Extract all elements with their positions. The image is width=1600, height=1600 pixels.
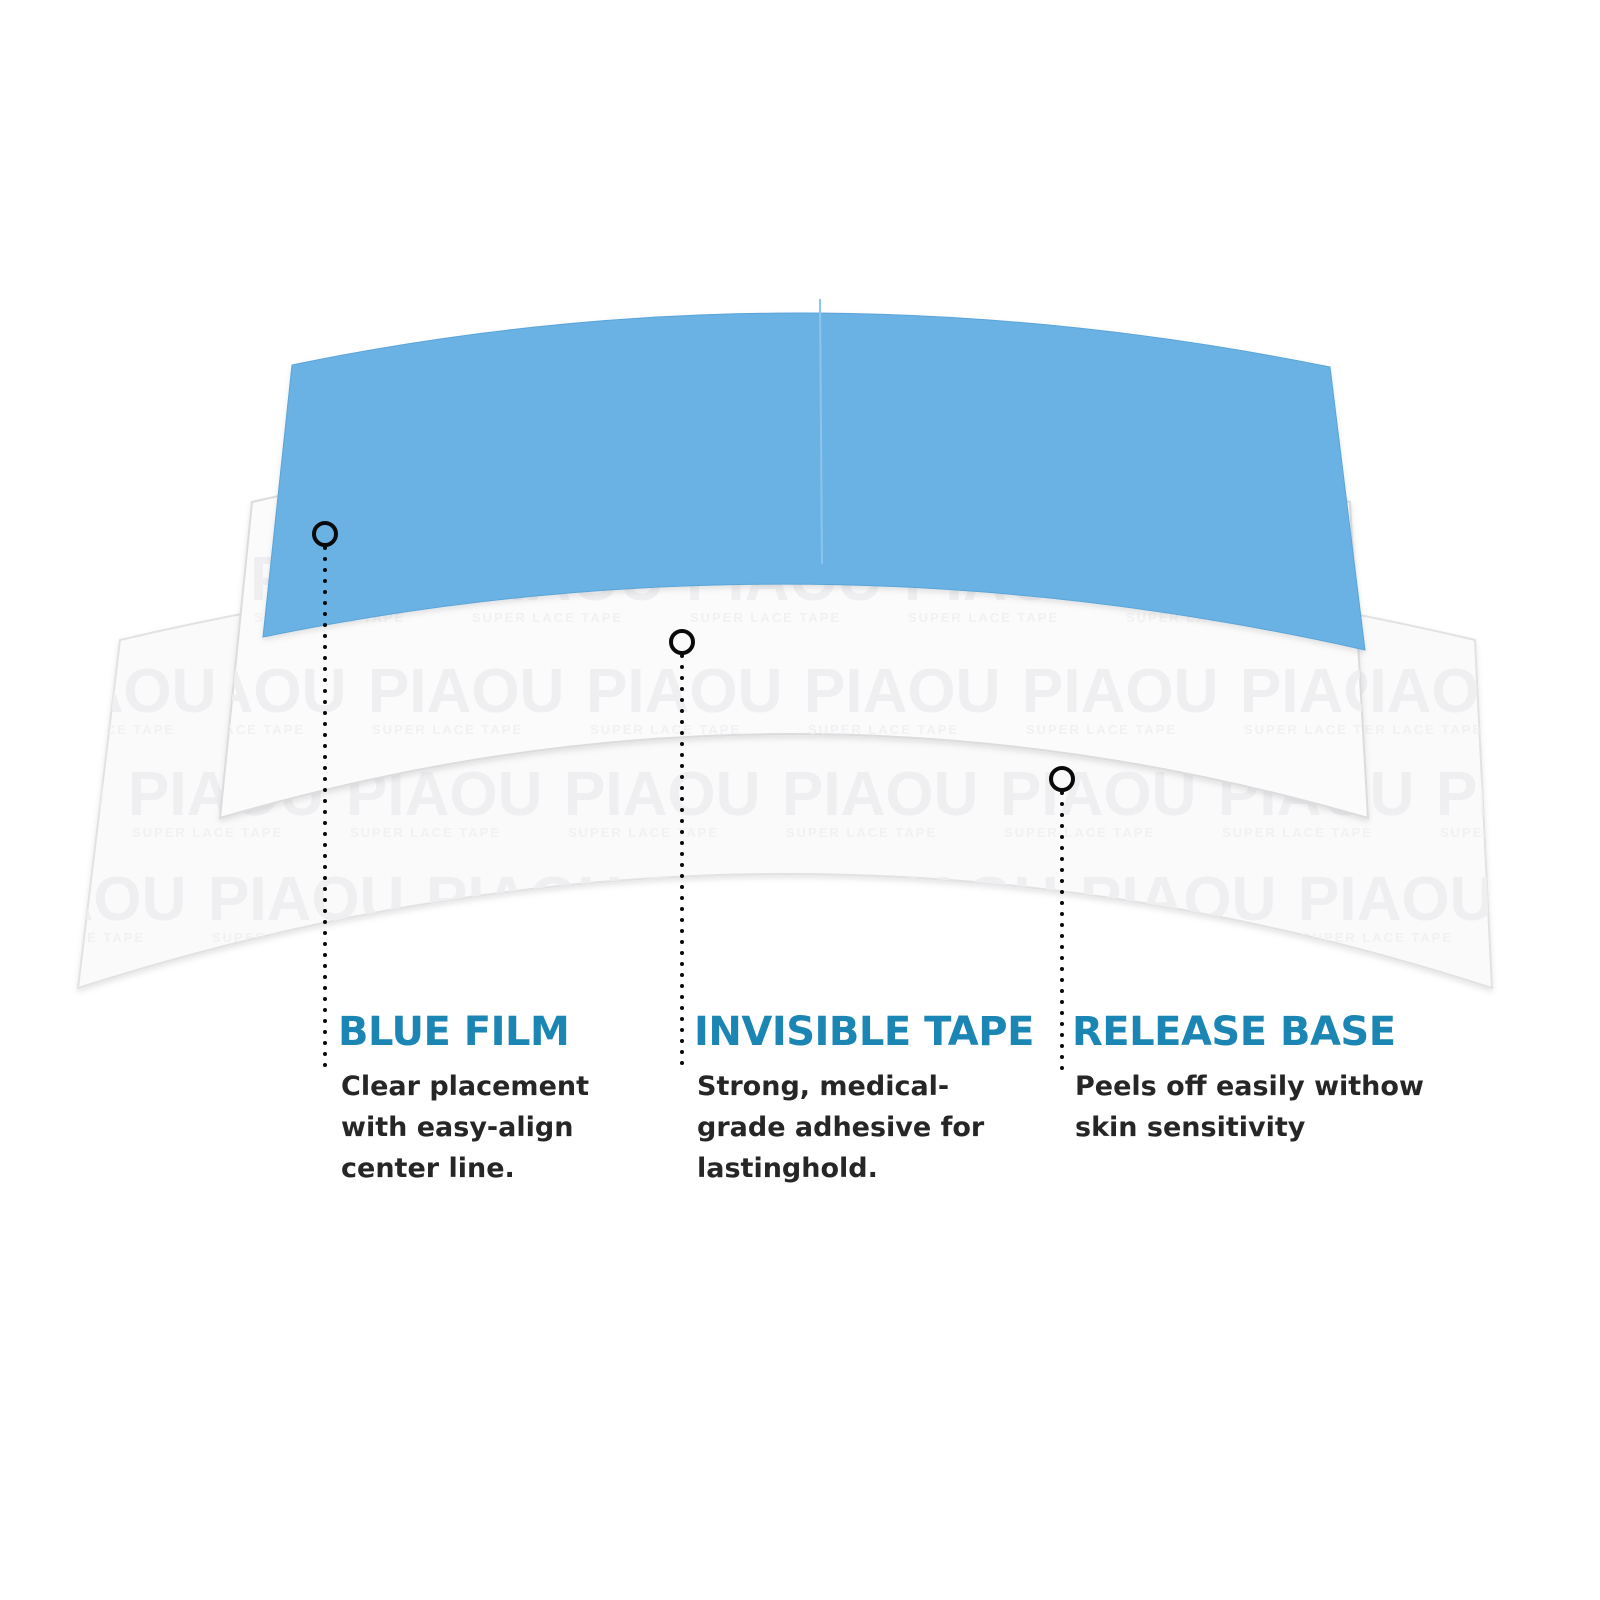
watermark-tagline-text: SUPER LACE TAPE [648, 930, 799, 945]
watermark-brand-text: PIAOU [0, 865, 186, 934]
watermark-brand-text: PIAOU [208, 865, 404, 934]
watermark-brand-text: PIAOU [862, 865, 1058, 934]
watermark-tagline-text: SUPER LACE TAPE [1302, 930, 1453, 945]
watermark-tagline-text: SUPER LACE TAPE [350, 825, 501, 840]
blue-film-center-line [819, 298, 823, 565]
watermark-brand-text: PIAOU [368, 657, 564, 726]
watermark-tagline-text: SUPER LACE TAPE [866, 930, 1017, 945]
watermark-tagline-text: SUPER LACE TAPE [1550, 722, 1600, 737]
watermark-brand-text: PIAOU [1240, 657, 1436, 726]
watermark-brand-text: PIAOU [1298, 865, 1494, 934]
watermark-tagline-text: SUPER LACE TAPE [0, 930, 145, 945]
invisible-tape-title: INVISIBLE TAPE [694, 1009, 1034, 1055]
watermark-brand-text: PIAOU [1080, 865, 1276, 934]
watermark-tagline-text: SUPER LACE TAPE [1462, 722, 1600, 737]
release-base-callout: RELEASE BASE Peels off easily withow ski… [1072, 1008, 1424, 1148]
watermark-brand-text: PIAOU [1516, 865, 1600, 934]
watermark-brand-text: PIAOU [1340, 545, 1536, 614]
watermark-tagline-text: SUPER LACE TAPE [132, 825, 283, 840]
watermark-brand-text: PIAOU [564, 760, 760, 829]
watermark-tagline-text: SUPER LACE TAPE [1520, 930, 1600, 945]
invisible-tape-pointer [669, 629, 695, 1074]
watermark-brand-text: PIAOU [20, 657, 216, 726]
watermark-brand-text: PIAOU [804, 657, 1000, 726]
watermark-brand-text: PIAOU [1022, 657, 1218, 726]
watermark-tagline-text: SUPER LACE TAPE [1562, 610, 1600, 625]
watermark-brand-text: PIAOU [782, 760, 978, 829]
watermark-tagline-text: SUPER LACE TAPE [430, 930, 581, 945]
blue-film-description: Clear placement with easy-align center l… [341, 1071, 590, 1184]
release-base-title: RELEASE BASE [1072, 1009, 1396, 1055]
blue-film-title: BLUE FILM [338, 1009, 570, 1055]
watermark-tagline-text: SUPER LACE TAPE [568, 825, 719, 840]
watermark-tagline-text: SUPER LACE TAPE [1004, 825, 1155, 840]
watermark-tagline-text: SUPER LACE TAPE [1026, 722, 1177, 737]
watermark-brand-text: PIAOU [1558, 545, 1600, 614]
watermark-tagline-text: SUPER LACE TAPE [1244, 722, 1395, 737]
watermark-brand-text: PIAOU [1546, 657, 1600, 726]
watermark-brand-text: PIAOU [1000, 760, 1196, 829]
invisible-tape-marker-ring [669, 629, 695, 655]
watermark-tagline-text: SUPER LACE TAPE [590, 722, 741, 737]
watermark-brand-text: PIAOU [586, 657, 782, 726]
release-base-description: Peels off easily withow skin sensitivity [1075, 1071, 1424, 1143]
watermark-tagline-text: SUPER LACE TAPE [472, 610, 623, 625]
blue-film-marker-ring [312, 521, 338, 547]
watermark-tagline-text: SUPER LACE TAPE [154, 722, 305, 737]
invisible-tape-description: Strong, medical- grade adhesive for last… [697, 1071, 985, 1184]
watermark-tagline-text: SUPER LACE TAPE [372, 722, 523, 737]
watermark-tagline-text: SUPER LACE TAPE [212, 930, 363, 945]
release-base-pointer [1049, 766, 1075, 1072]
watermark-tagline-text: SUPER LACE TAPE [1222, 825, 1373, 840]
watermark-tagline-text: SUPER LACE TAPE [808, 722, 959, 737]
watermark-brand-text: PIAOU [1436, 760, 1600, 829]
release-base-marker-ring [1049, 766, 1075, 792]
watermark-tagline-text: SUPER LACE TAPE [786, 825, 937, 840]
watermark-tagline-text: SUPER LACE TAPE [908, 610, 1059, 625]
blue-film-callout: BLUE FILM Clear placement with easy-alig… [338, 1008, 589, 1189]
blue-film-sheet [262, 298, 1366, 651]
watermark-tagline-text: SUPER LACE TAPE [24, 722, 175, 737]
watermark-tagline-text: SUPER LACE TAPE [1440, 825, 1591, 840]
watermark-tagline-text: SUPER LACE TAPE [0, 825, 65, 840]
blue-film-pointer [312, 521, 338, 1074]
watermark-tagline-text: SUPER LACE TAPE [1332, 722, 1483, 737]
watermark-tagline-text: SUPER LACE TAPE [690, 610, 841, 625]
watermark-tagline-text: SUPER LACE TAPE [1084, 930, 1235, 945]
invisible-tape-callout: INVISIBLE TAPE Strong, medical- grade ad… [694, 1008, 1034, 1189]
watermark-brand-text: PIAOU [0, 760, 106, 829]
